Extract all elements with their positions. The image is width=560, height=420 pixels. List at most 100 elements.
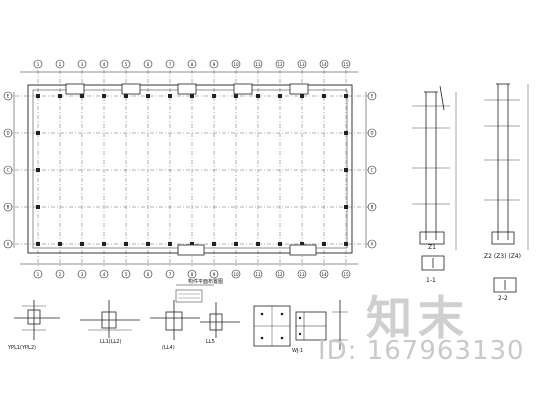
grid-label-col-bottom: 13 bbox=[299, 272, 305, 277]
plan-column bbox=[322, 94, 326, 98]
plan-column bbox=[344, 94, 348, 98]
plan-column bbox=[234, 94, 238, 98]
grid-label-col-bottom: 3 bbox=[81, 272, 84, 277]
grid-bubble-col bbox=[143, 59, 153, 69]
grid-label-col: 7 bbox=[169, 62, 172, 67]
grid-label-col-bottom: 8 bbox=[191, 272, 194, 277]
plan-column bbox=[212, 94, 216, 98]
plan-column bbox=[124, 242, 128, 246]
plan-column bbox=[146, 242, 150, 246]
grid-bubble-col bbox=[341, 59, 351, 69]
grid-bubble-row-right bbox=[367, 128, 377, 138]
plan-column bbox=[36, 168, 40, 172]
detail-ll4 bbox=[150, 289, 203, 340]
grid-bubble-col bbox=[209, 59, 219, 69]
plan-column bbox=[256, 242, 260, 246]
grid-label-col: 13 bbox=[299, 62, 305, 67]
grid-bubble-col-bottom bbox=[341, 269, 351, 279]
grid-bubble-col bbox=[33, 59, 43, 69]
label-z1: Z1 bbox=[428, 244, 436, 251]
detail-label-ll1: LL1(LL2) bbox=[100, 339, 121, 345]
grid-label-col-bottom: 6 bbox=[147, 272, 150, 277]
grid-axis-bubbles: 1122334455667788991010111112121313141415… bbox=[3, 59, 377, 279]
grid-bubble-col-bottom bbox=[33, 269, 43, 279]
grid-bubble-col bbox=[253, 59, 263, 69]
grid-label-col-bottom: 15 bbox=[343, 272, 349, 277]
detail-label-ll4: (LL4) bbox=[162, 345, 175, 351]
grid-label-row: C bbox=[7, 168, 10, 173]
grid-label-col: 5 bbox=[125, 62, 128, 67]
grid-bubble-col-bottom bbox=[231, 269, 241, 279]
plan-column bbox=[344, 205, 348, 209]
plan-column bbox=[58, 242, 62, 246]
plan-column bbox=[146, 94, 150, 98]
plan-column bbox=[36, 94, 40, 98]
grid-bubble-col bbox=[275, 59, 285, 69]
grid-bubble-col-bottom bbox=[121, 269, 131, 279]
plan-column bbox=[190, 94, 194, 98]
plan-column bbox=[168, 94, 172, 98]
grid-bubble-col-bottom bbox=[143, 269, 153, 279]
grid-label-row: A bbox=[7, 242, 10, 247]
grid-bubble-col bbox=[297, 59, 307, 69]
grid-bubble-row-right bbox=[367, 239, 377, 249]
plan-column-marks bbox=[36, 94, 348, 246]
grid-bubble-col bbox=[231, 59, 241, 69]
plan-column bbox=[322, 242, 326, 246]
plan-column bbox=[278, 242, 282, 246]
grid-bubble-col bbox=[319, 59, 329, 69]
detail-label-wj1: WJ-1 bbox=[292, 348, 303, 354]
plan-column bbox=[212, 242, 216, 246]
grid-label-col-bottom: 2 bbox=[59, 272, 62, 277]
grid-bubble-row bbox=[3, 202, 13, 212]
grid-bubble-row-right bbox=[367, 202, 377, 212]
label-z2: Z2 (Z3) (Z4) bbox=[484, 253, 521, 260]
grid-bubble-row-right bbox=[367, 165, 377, 175]
grid-label-col: 4 bbox=[103, 62, 106, 67]
plan-grid-lines bbox=[6, 70, 374, 266]
grid-bubble-col-bottom bbox=[77, 269, 87, 279]
grid-label-col-bottom: 11 bbox=[255, 272, 261, 277]
plan-column bbox=[300, 94, 304, 98]
plan-column bbox=[278, 94, 282, 98]
plan-title: 构件平面布置图 bbox=[188, 278, 223, 285]
grid-label-col: 12 bbox=[277, 62, 283, 67]
grid-label-col: 10 bbox=[233, 62, 239, 67]
grid-bubble-col-bottom bbox=[253, 269, 263, 279]
grid-label-col-bottom: 9 bbox=[213, 272, 216, 277]
detail-ll5 bbox=[200, 302, 240, 338]
plan-openings bbox=[65, 83, 317, 256]
grid-label-row-right: A bbox=[371, 242, 374, 247]
detail-bolt-dots bbox=[260, 312, 302, 340]
label-section-2-2: 2-2 bbox=[498, 295, 508, 302]
plan-column bbox=[102, 94, 106, 98]
grid-label-col-bottom: 14 bbox=[321, 272, 327, 277]
grid-bubble-row bbox=[3, 165, 13, 175]
grid-label-col-bottom: 5 bbox=[125, 272, 128, 277]
grid-bubble-col-bottom bbox=[209, 269, 219, 279]
plan-column bbox=[102, 242, 106, 246]
grid-bubble-col-bottom bbox=[165, 269, 175, 279]
plan-column bbox=[168, 242, 172, 246]
grid-label-col: 15 bbox=[343, 62, 349, 67]
grid-label-col: 14 bbox=[321, 62, 327, 67]
detail-plate bbox=[253, 300, 348, 350]
plan-column bbox=[124, 94, 128, 98]
grid-bubble-col bbox=[121, 59, 131, 69]
detail-ypl1 bbox=[14, 300, 60, 340]
grid-bubble-col-bottom bbox=[187, 269, 197, 279]
grid-label-col: 9 bbox=[213, 62, 216, 67]
plan-column bbox=[36, 131, 40, 135]
grid-label-row: B bbox=[7, 205, 10, 210]
grid-bubble-col bbox=[165, 59, 175, 69]
grid-label-col-bottom: 7 bbox=[169, 272, 172, 277]
grid-bubble-col bbox=[55, 59, 65, 69]
watermark-logo: 知末 bbox=[366, 291, 470, 345]
grid-bubble-col-bottom bbox=[297, 269, 307, 279]
plan-column bbox=[256, 94, 260, 98]
grid-label-col: 3 bbox=[81, 62, 84, 67]
detail-label-ypl1: YPL1(YPL2) bbox=[7, 345, 36, 351]
grid-bubble-col-bottom bbox=[99, 269, 109, 279]
plan-column bbox=[234, 242, 238, 246]
